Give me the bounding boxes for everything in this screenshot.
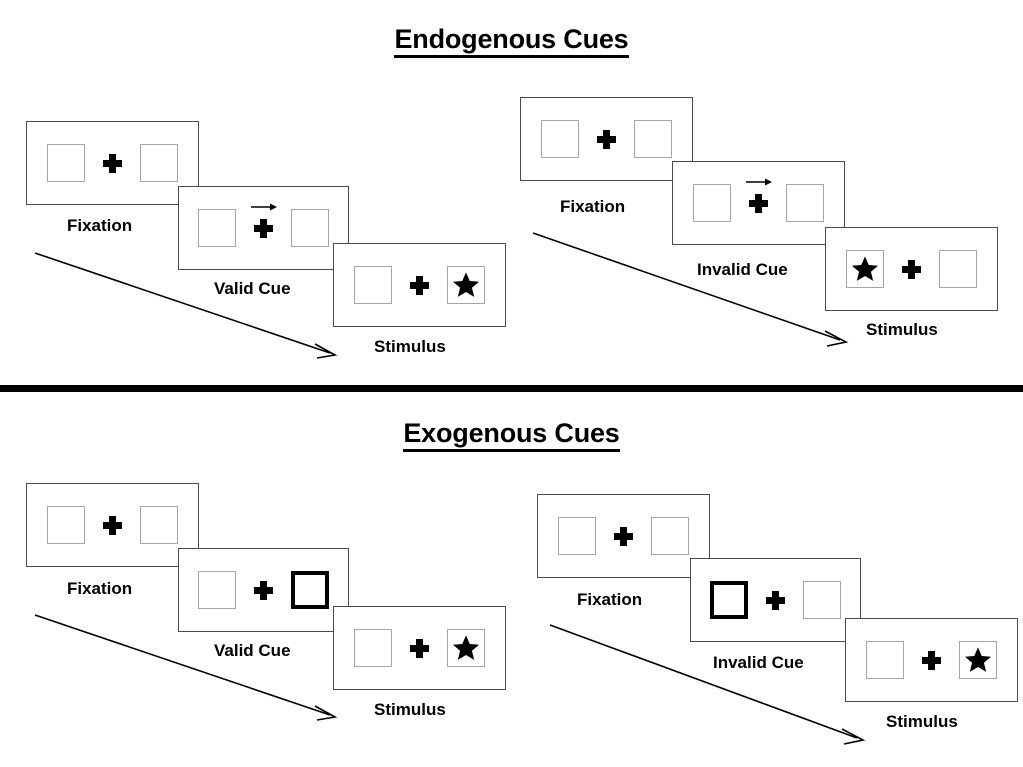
- target-box-left: [846, 250, 884, 288]
- display-endogenous-valid-cue: [198, 203, 329, 247]
- plus-icon: [103, 515, 122, 535]
- placeholder-box-right: [140, 506, 178, 544]
- placeholder-box-left: [866, 641, 904, 679]
- panel-endogenous-valid-fixation: [26, 121, 199, 205]
- display-endogenous-valid-stimulus: [354, 266, 485, 304]
- plus-icon: [410, 275, 429, 295]
- stage-label-endogenous-valid-stimulus: Stimulus: [374, 337, 446, 356]
- display-exogenous-valid-fixation: [47, 506, 178, 544]
- placeholder-box-left: [354, 266, 392, 304]
- cued-box-left: [710, 581, 748, 619]
- plus-icon: [902, 259, 921, 279]
- placeholder-box-right: [140, 144, 178, 182]
- stage-label-endogenous-valid-cue: Valid Cue: [214, 279, 291, 298]
- placeholder-box-left: [354, 629, 392, 667]
- placeholder-box-left: [47, 144, 85, 182]
- panel-exogenous-invalid-cue: [690, 558, 861, 642]
- section-divider: [0, 385, 1023, 392]
- display-exogenous-invalid-stimulus: [866, 641, 997, 679]
- placeholder-box-right: [291, 209, 329, 247]
- display-endogenous-invalid-cue: [693, 178, 824, 222]
- plus-icon: [922, 650, 941, 670]
- stage-label-endogenous-invalid-fixation: Fixation: [560, 197, 626, 216]
- panel-exogenous-valid-cue: [178, 548, 349, 632]
- panel-endogenous-invalid-fixation: [520, 97, 693, 181]
- star-icon: [964, 647, 992, 672]
- display-exogenous-valid-cue: [198, 571, 329, 609]
- placeholder-box-left: [693, 184, 731, 222]
- flow-arrow-endogenous-valid: [34, 252, 338, 359]
- placeholder-box-right: [651, 517, 689, 555]
- display-endogenous-valid-fixation: [47, 144, 178, 182]
- placeholder-box-right: [939, 250, 977, 288]
- panel-exogenous-valid-fixation: [26, 483, 199, 567]
- display-exogenous-invalid-cue: [710, 581, 841, 619]
- display-exogenous-valid-stimulus: [354, 629, 485, 667]
- display-endogenous-invalid-stimulus: [846, 250, 977, 288]
- flow-arrow-exogenous-valid: [34, 614, 338, 721]
- stage-label-exogenous-valid-cue: Valid Cue: [214, 641, 291, 660]
- flow-arrow-endogenous-invalid: [532, 232, 849, 347]
- plus-icon: [250, 203, 277, 238]
- stage-label-endogenous-valid-fixation: Fixation: [67, 216, 133, 235]
- placeholder-box-right: [803, 581, 841, 619]
- plus-icon: [766, 590, 785, 610]
- panel-endogenous-valid-stimulus: [333, 243, 506, 327]
- panel-exogenous-invalid-fixation: [537, 494, 710, 578]
- star-icon: [851, 256, 879, 281]
- right-arrow-icon: [745, 178, 772, 185]
- panel-endogenous-valid-cue: [178, 186, 349, 270]
- stage-label-exogenous-invalid-fixation: Fixation: [577, 590, 643, 609]
- placeholder-box-left: [541, 120, 579, 158]
- target-box-right: [959, 641, 997, 679]
- placeholder-box-left: [558, 517, 596, 555]
- placeholder-box-left: [198, 571, 236, 609]
- panel-exogenous-valid-stimulus: [333, 606, 506, 690]
- plus-icon: [614, 526, 633, 546]
- stage-label-exogenous-valid-fixation: Fixation: [67, 579, 133, 598]
- stage-label-exogenous-invalid-cue: Invalid Cue: [713, 653, 804, 672]
- display-endogenous-invalid-fixation: [541, 120, 672, 158]
- panel-endogenous-invalid-stimulus: [825, 227, 998, 311]
- display-exogenous-invalid-fixation: [558, 517, 689, 555]
- panel-exogenous-invalid-stimulus: [845, 618, 1018, 702]
- placeholder-box-left: [47, 506, 85, 544]
- section-title-endogenous-text: Endogenous Cues: [394, 24, 629, 58]
- panel-endogenous-invalid-cue: [672, 161, 845, 245]
- section-title-exogenous-text: Exogenous Cues: [403, 418, 620, 452]
- plus-icon: [597, 129, 616, 149]
- stage-label-endogenous-invalid-stimulus: Stimulus: [866, 320, 938, 339]
- right-arrow-icon: [250, 203, 277, 210]
- plus-icon: [103, 153, 122, 173]
- stage-label-endogenous-invalid-cue: Invalid Cue: [697, 260, 788, 279]
- flow-arrow-exogenous-invalid: [549, 624, 866, 745]
- cued-box-right: [291, 571, 329, 609]
- plus-icon: [410, 638, 429, 658]
- target-box-right: [447, 266, 485, 304]
- star-icon: [452, 635, 480, 660]
- placeholder-box-right: [786, 184, 824, 222]
- section-title-endogenous: Endogenous Cues: [0, 24, 1023, 58]
- plus-icon: [745, 178, 772, 213]
- placeholder-box-left: [198, 209, 236, 247]
- stage-label-exogenous-invalid-stimulus: Stimulus: [886, 712, 958, 731]
- placeholder-box-right: [634, 120, 672, 158]
- star-icon: [452, 272, 480, 297]
- stage-label-exogenous-valid-stimulus: Stimulus: [374, 700, 446, 719]
- target-box-right: [447, 629, 485, 667]
- section-title-exogenous: Exogenous Cues: [0, 418, 1023, 452]
- plus-icon: [254, 580, 273, 600]
